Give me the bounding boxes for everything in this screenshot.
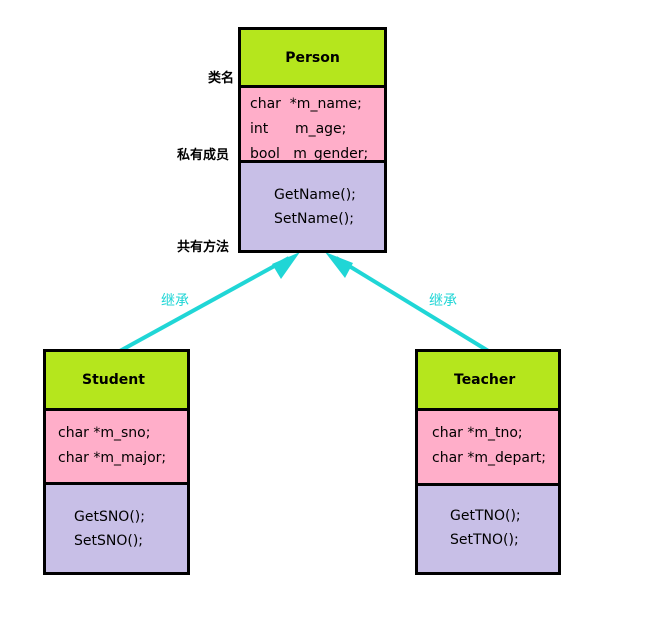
attribute: char *m_sno; <box>58 425 151 441</box>
attribute: char *m_depart; <box>432 450 546 466</box>
method: GetName(); <box>274 187 356 203</box>
class-teacher: Teacher char *m_tno; char *m_depart; Get… <box>415 349 561 575</box>
divider <box>418 483 558 486</box>
divider <box>241 160 384 163</box>
annotation-public-methods: 共有方法 <box>177 240 230 255</box>
divider <box>46 408 187 411</box>
class-person-methods: GetName(); SetName(); <box>241 163 384 250</box>
method: SetSNO(); <box>74 533 144 549</box>
edge-label-student: 继承 <box>161 293 189 309</box>
class-student: Student char *m_sno; char *m_major; GetS… <box>43 349 190 575</box>
edge-teacher-to-person <box>334 256 492 354</box>
class-student-name: Student <box>46 352 187 408</box>
class-student-methods: GetSNO(); SetSNO(); <box>46 485 187 572</box>
attribute: char *m_tno; <box>432 425 523 441</box>
class-person-attributes: char *m_name; int m_age; bool m_gender; <box>241 88 384 162</box>
arrowhead-teacher-edge <box>325 252 353 278</box>
arrowhead-student-edge <box>272 252 300 279</box>
class-person: Person char *m_name; int m_age; bool m_g… <box>238 27 387 253</box>
annotation-class-name: 类名 <box>208 71 235 86</box>
divider <box>418 408 558 411</box>
edge-student-to-person <box>117 256 290 354</box>
class-teacher-methods: GetTNO(); SetTNO(); <box>418 486 558 572</box>
attribute: char *m_name; <box>250 96 362 112</box>
class-person-name: Person <box>241 30 384 85</box>
attribute: char *m_major; <box>58 450 167 466</box>
annotation-private-members: 私有成员 <box>177 148 230 163</box>
class-student-attributes: char *m_sno; char *m_major; <box>46 411 187 482</box>
method: GetTNO(); <box>450 508 521 524</box>
attribute: bool m_gender; <box>250 146 369 162</box>
divider <box>241 85 384 88</box>
attribute: int m_age; <box>250 121 347 137</box>
class-teacher-name: Teacher <box>418 352 558 408</box>
divider <box>46 482 187 485</box>
class-teacher-attributes: char *m_tno; char *m_depart; <box>418 411 558 483</box>
method: GetSNO(); <box>74 509 145 525</box>
method: SetName(); <box>274 211 354 227</box>
edge-label-teacher: 继承 <box>429 293 457 309</box>
method: SetTNO(); <box>450 532 519 548</box>
